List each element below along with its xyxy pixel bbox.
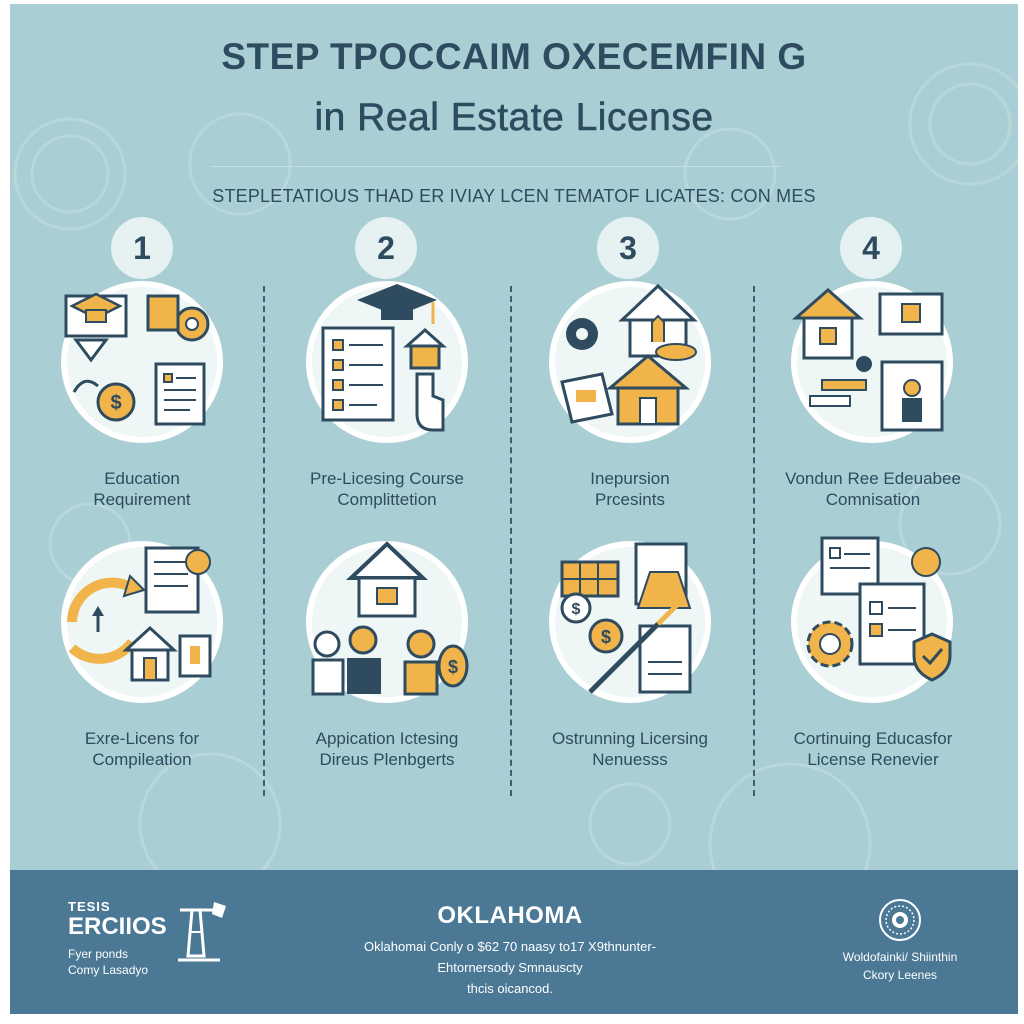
- step-number-2: 2: [355, 217, 417, 279]
- education-requirement-illustration: $: [61, 281, 223, 443]
- column-divider-3: [753, 286, 755, 796]
- footer-line-3: thcis oicancod.: [467, 981, 553, 996]
- seal-icon: [879, 899, 921, 941]
- pre-licensing-course-illustration: [306, 281, 468, 443]
- footer-center-block: OKLAHOMA Oklahomai Conly o $62 70 naasy …: [290, 902, 730, 999]
- house-icon: [792, 288, 864, 360]
- gear-icon: [806, 620, 854, 668]
- footer-line-1: Oklahomai Conly o $62 70 naasy to17 X9th…: [364, 939, 656, 954]
- footer-right-line-2: Ckory Leenes: [862, 968, 938, 982]
- document-icon: [634, 542, 692, 609]
- svg-text:$: $: [110, 392, 121, 414]
- dollar-coin-icon: $: [437, 644, 469, 688]
- title-divider: [210, 166, 780, 167]
- logo-subtitle: Fyer ponds Comy Lasadyo: [68, 947, 149, 977]
- column-divider-2: [510, 286, 512, 796]
- house-icon: [403, 327, 447, 370]
- clipboard-checklist-icon: [858, 582, 926, 666]
- footer-right-line-1: Woldofainki/ Shiinthin: [842, 950, 958, 964]
- footer-logo-right: Woldofainki/ Shiinthin Ckory Leenes: [810, 898, 990, 984]
- page-title: STEP TPOCCAIM OXECEMFIN G: [221, 36, 807, 77]
- footer-heading: OKLAHOMA: [437, 902, 583, 929]
- people-icon: [311, 625, 439, 696]
- footer-logo-left: TESIS ERCIIOS Fyer ponds Comy Lasadyo: [68, 900, 167, 978]
- continuing-education-illustration: [791, 536, 953, 703]
- column-divider-1: [263, 286, 265, 796]
- oil-derrick-icon: [178, 902, 226, 962]
- step-number-3: 3: [597, 217, 659, 279]
- document-icon: [154, 362, 206, 426]
- ongoing-licensing-illustration: $ $: [549, 541, 711, 703]
- shield-check-icon: [912, 632, 952, 682]
- svg-text:$: $: [448, 657, 458, 677]
- gear-icon: [174, 306, 210, 342]
- dollar-coin-icon: $: [96, 382, 136, 422]
- exam-compilation-illustration: [61, 541, 223, 703]
- footer-bar: TESIS ERCIIOS Fyer ponds Comy Lasadyo OK…: [10, 870, 1018, 1014]
- logo-title-small: TESIS: [68, 899, 111, 914]
- logo-title-large: ERCIIOS: [68, 913, 167, 940]
- page-title-line2: in Real Estate License: [314, 96, 714, 140]
- house-icon: [345, 541, 429, 618]
- dollar-coin-icon: $ $: [560, 592, 624, 654]
- graduation-cap-icon: [357, 284, 437, 324]
- infographic-poster: STEP TPOCCAIM OXECEMFIN G in Real Estate…: [10, 4, 1018, 1014]
- step-number-1: 1: [111, 217, 173, 279]
- footer-line-2: Ehtornersody Smnauscty: [437, 960, 583, 975]
- clipboard-checklist-icon: [321, 326, 395, 422]
- svg-text:$: $: [601, 627, 611, 647]
- step-number-4: 4: [840, 217, 902, 279]
- graduation-cap-icon: [64, 292, 128, 338]
- house-icon: [122, 625, 178, 682]
- application-illustration: $: [306, 541, 469, 703]
- document-icon: [880, 360, 944, 432]
- svg-text:$: $: [572, 601, 581, 618]
- inspection-process-illustration: [549, 281, 711, 443]
- gear-icon: [566, 318, 598, 350]
- commission-illustration: [791, 281, 953, 443]
- subtitle: STEPLETATIOUS THAD ER IVIAY LCEN TEMATOF…: [212, 186, 816, 206]
